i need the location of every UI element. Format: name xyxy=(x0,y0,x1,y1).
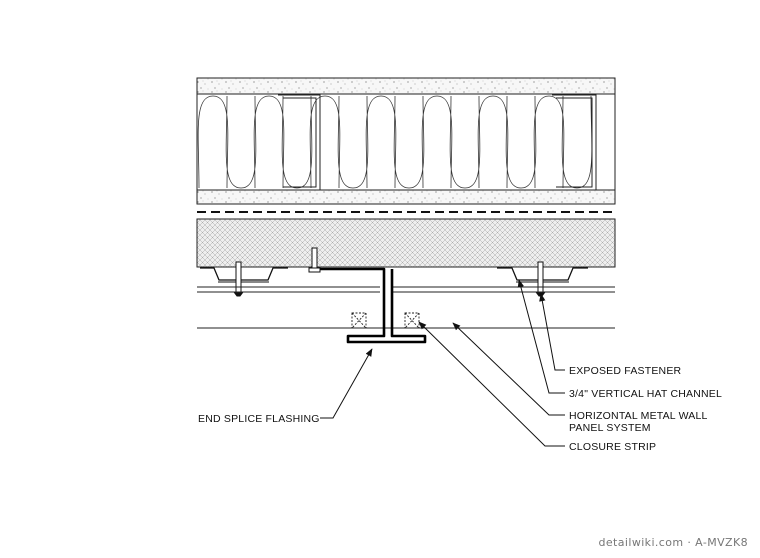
leader-exposed-fastener xyxy=(539,293,565,371)
batt-insulation xyxy=(196,93,616,191)
label-panel-system-line1: HORIZONTAL METAL WALL xyxy=(569,410,708,422)
top-sheathing-layer xyxy=(196,77,616,95)
leader-hat-channel xyxy=(517,279,565,394)
leader-closure-strip xyxy=(418,321,565,447)
fastener-center xyxy=(308,247,321,273)
leader-end-splice-flashing xyxy=(320,348,373,419)
label-hat-channel: 3/4" VERTICAL HAT CHANNEL xyxy=(569,388,722,400)
rigid-insulation xyxy=(196,218,616,268)
label-end-splice-flashing: END SPLICE FLASHING xyxy=(198,413,320,425)
sheathing-board xyxy=(196,189,616,205)
closure-strip-left xyxy=(351,312,367,329)
batt-insulation-loops xyxy=(197,95,593,189)
label-exposed-fastener: EXPOSED FASTENER xyxy=(569,365,682,377)
watermark: detailwiki.com · A-MVZK8 xyxy=(599,536,749,549)
label-closure-strip: CLOSURE STRIP xyxy=(569,441,656,453)
end-splice-flashing xyxy=(320,267,427,344)
closure-strip-right xyxy=(404,312,420,329)
leader-panel-system xyxy=(452,322,565,416)
label-panel-system-line2: PANEL SYSTEM xyxy=(569,422,651,434)
metal-wall-panel xyxy=(197,286,615,329)
hat-channel-left xyxy=(200,267,288,281)
